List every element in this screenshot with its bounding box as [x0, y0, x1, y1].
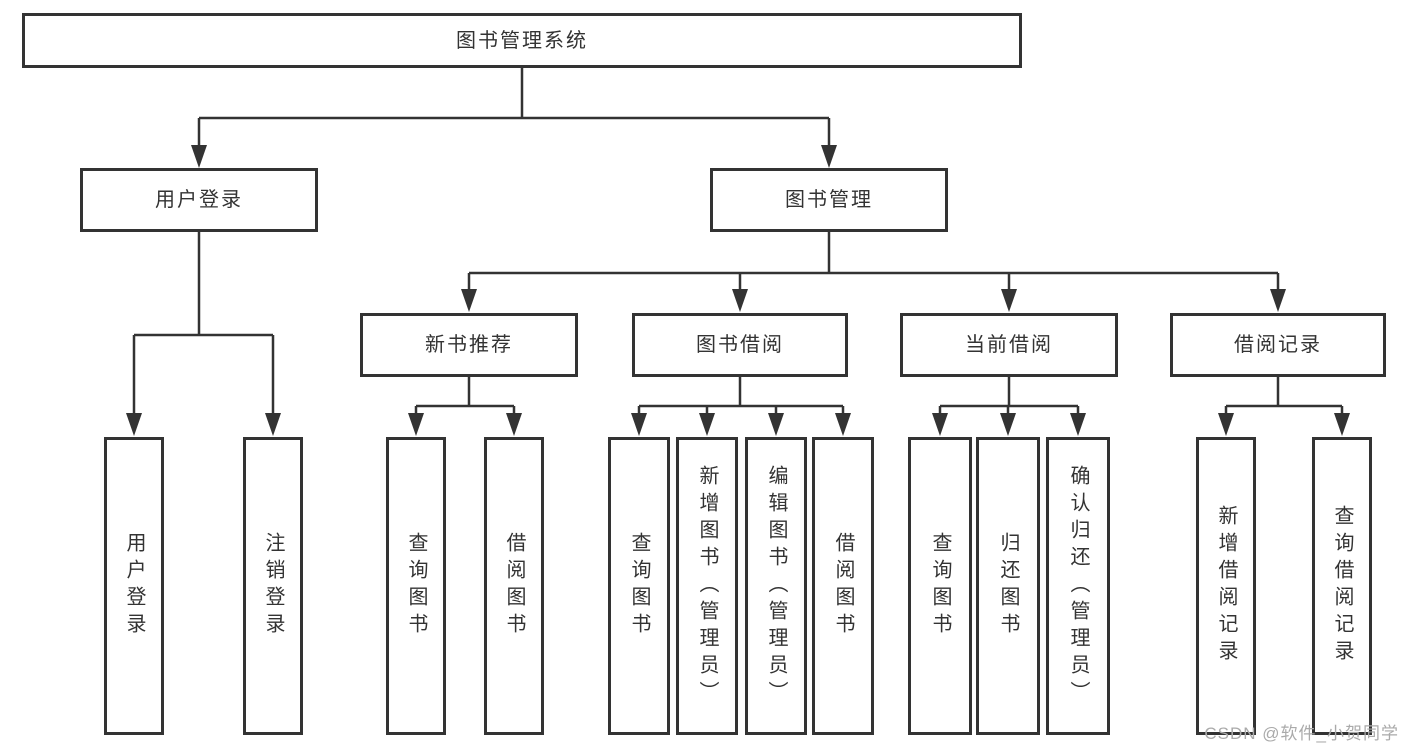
arrowhead [1001, 289, 1017, 312]
arrowhead [1070, 413, 1086, 436]
node-label: 查询图书 [929, 532, 951, 640]
arrowhead [506, 413, 522, 436]
arrowhead [768, 413, 784, 436]
node-book-borrowing: 图书借阅 [632, 313, 848, 377]
node-label: 借阅图书 [503, 532, 525, 640]
arrowhead [732, 289, 748, 312]
leaf-add-book-admin: 新增图书（管理员） [676, 437, 738, 735]
leaf-query-books-borrow: 查询图书 [608, 437, 670, 735]
arrowhead [631, 413, 647, 436]
node-label: 图书借阅 [696, 334, 784, 356]
arrowhead [461, 289, 477, 312]
node-new-book-recommend: 新书推荐 [360, 313, 578, 377]
csdn-watermark: CSDN @软件_小贺同学 [1204, 724, 1399, 743]
leaf-add-borrow-record: 新增借阅记录 [1196, 437, 1256, 735]
connector-newbookrec-to-leaves [414, 377, 516, 413]
arrowhead [1334, 413, 1350, 436]
arrowhead [821, 145, 837, 168]
leaf-confirm-return-admin: 确认归还（管理员） [1046, 437, 1110, 735]
node-label: 用户登录 [123, 532, 145, 640]
arrowhead [835, 413, 851, 436]
arrowhead [1270, 289, 1286, 312]
leaf-logout: 注销登录 [243, 437, 303, 735]
node-label: 借阅图书 [832, 532, 854, 640]
connector-root-to-level2 [197, 68, 831, 148]
node-label: 注销登录 [262, 532, 284, 640]
connector-userlogin-to-leaves [132, 232, 275, 413]
leaf-borrow-books-recommend: 借阅图书 [484, 437, 544, 735]
leaf-borrow-books: 借阅图书 [812, 437, 874, 735]
node-label: 借阅记录 [1234, 334, 1322, 356]
node-book-management: 图书管理 [710, 168, 948, 232]
connector-borrowrecords-to-leaves [1224, 377, 1344, 413]
node-root-system: 图书管理系统 [22, 13, 1022, 68]
arrowhead [1000, 413, 1016, 436]
connector-currentborrow-to-leaves [938, 377, 1080, 413]
arrowhead [408, 413, 424, 436]
arrowhead [265, 413, 281, 436]
leaf-return-book: 归还图书 [976, 437, 1040, 735]
node-label: 新增图书（管理员） [696, 464, 718, 708]
node-label: 归还图书 [997, 532, 1019, 640]
arrowhead [191, 145, 207, 168]
node-label: 新增借阅记录 [1215, 505, 1237, 667]
node-label: 当前借阅 [965, 334, 1053, 356]
node-label: 查询借阅记录 [1331, 505, 1353, 667]
arrowhead [1218, 413, 1234, 436]
arrowhead [932, 413, 948, 436]
node-label: 查询图书 [405, 532, 427, 640]
arrowhead [699, 413, 715, 436]
node-label: 图书管理 [785, 189, 873, 211]
node-label: 查询图书 [628, 532, 650, 640]
node-user-login: 用户登录 [80, 168, 318, 232]
node-label: 编辑图书（管理员） [765, 464, 787, 708]
node-label: 新书推荐 [425, 334, 513, 356]
leaf-query-books-current: 查询图书 [908, 437, 972, 735]
arrowhead [126, 413, 142, 436]
node-label: 用户登录 [155, 189, 243, 211]
node-label: 图书管理系统 [456, 29, 588, 52]
leaf-edit-book-admin: 编辑图书（管理员） [745, 437, 807, 735]
leaf-user-login: 用户登录 [104, 437, 164, 735]
node-label: 确认归还（管理员） [1067, 464, 1089, 708]
node-current-borrowing: 当前借阅 [900, 313, 1118, 377]
node-borrowing-records: 借阅记录 [1170, 313, 1386, 377]
leaf-query-books-recommend: 查询图书 [386, 437, 446, 735]
connector-bookmgmt-to-level3 [467, 232, 1280, 290]
connector-bookborrow-to-leaves [637, 377, 845, 413]
leaf-query-borrow-record: 查询借阅记录 [1312, 437, 1372, 735]
